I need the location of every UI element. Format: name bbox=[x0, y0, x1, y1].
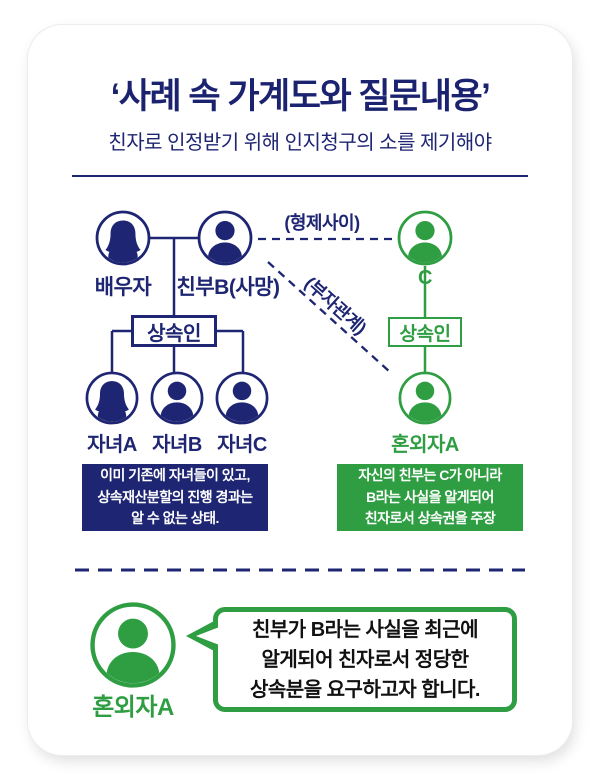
page-title: ‘사례 속 가계도와 질문내용’ bbox=[110, 77, 491, 116]
speech-bubble-tail-fill bbox=[196, 626, 222, 646]
speech-bubble: 친부가 B라는 사실을 최근에 알게되어 친자로서 정당한 상속분을 요구하고자… bbox=[213, 607, 517, 712]
page-subtitle: 친자로 인정받기 위해 인지청구의 소를 제기해야 bbox=[108, 132, 492, 154]
father-b-label: 친부B(사망) bbox=[176, 276, 280, 299]
right-note-box: 자신의 친부는 C가 아니라 B라는 사실을 알게되어 친자로서 상속권을 주장 bbox=[337, 464, 523, 531]
spouse-label: 배우자 bbox=[94, 276, 152, 299]
heir-box-right: 상속인 bbox=[388, 317, 462, 347]
uncle-c-label: C bbox=[418, 267, 432, 289]
child-a-label: 자녀A bbox=[87, 434, 137, 456]
divider-line bbox=[72, 175, 528, 177]
sibling-relation-label: (형제사이) bbox=[284, 213, 360, 233]
child-c-label: 자녀C bbox=[217, 434, 267, 456]
extramarital-a-label: 혼외자A bbox=[391, 434, 459, 456]
speaker-label: 혼외자A bbox=[92, 694, 174, 721]
speech-bubble-text: 친부가 B라는 사실을 최근에 알게되어 친자로서 정당한 상속분을 요구하고자… bbox=[250, 618, 480, 701]
child-b-label: 자녀B bbox=[152, 434, 202, 456]
heir-box-left: 상속인 bbox=[131, 315, 217, 347]
left-note-box: 이미 기존에 자녀들이 있고, 상속재산분할의 진행 경과는 알 수 없는 상태… bbox=[82, 464, 268, 531]
